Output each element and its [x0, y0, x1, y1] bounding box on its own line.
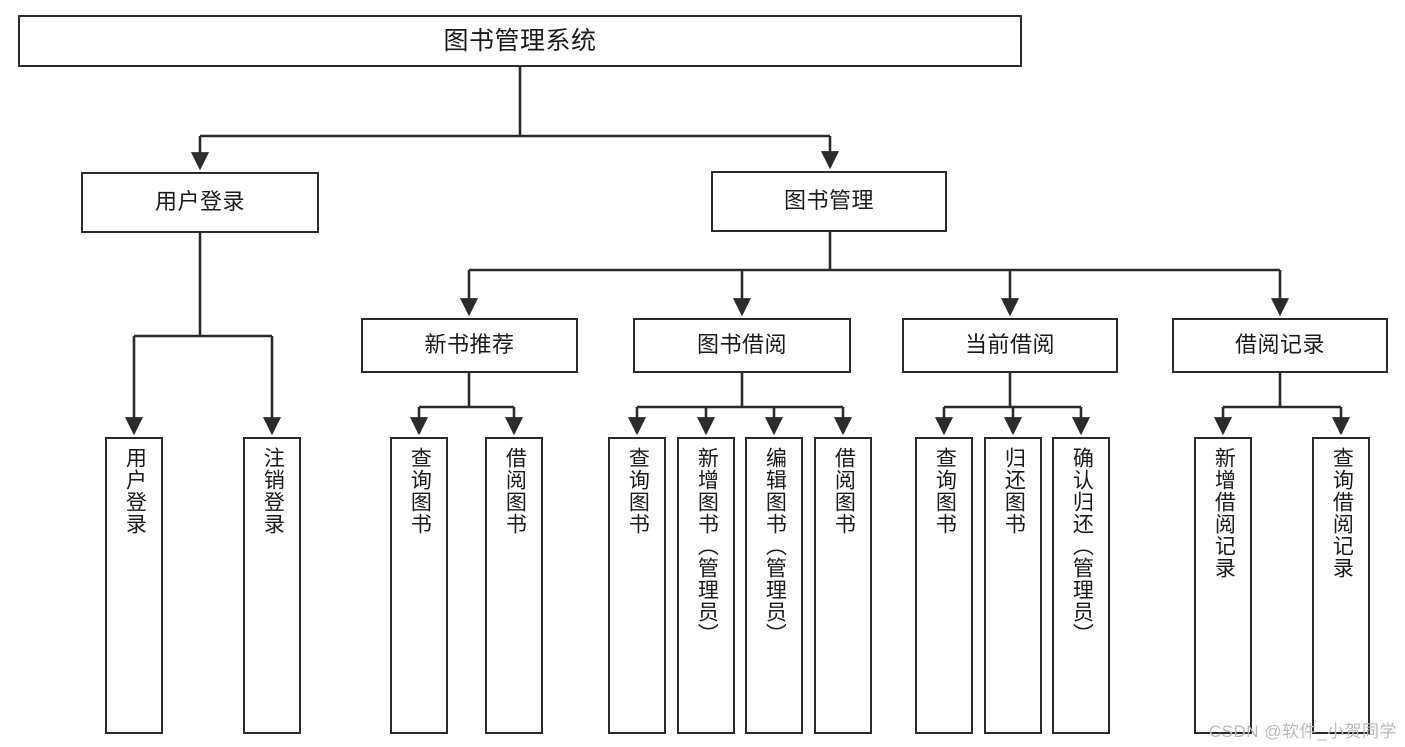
leaf-query-book-cb[interactable]: 查询图书 [915, 437, 973, 734]
node-borrow-record-label: 借阅记录 [1234, 332, 1325, 358]
leaf-add-borrow-record-label: 新增借阅记录 [1212, 447, 1236, 579]
node-book-management-label: 图书管理 [783, 188, 874, 214]
node-current-borrow[interactable]: 当前借阅 [902, 318, 1118, 373]
node-user-login[interactable]: 用户登录 [81, 172, 319, 233]
leaf-query-borrow-record-label: 查询借阅记录 [1330, 447, 1354, 579]
leaf-user-login-label: 用户登录 [123, 447, 147, 535]
leaf-logout[interactable]: 注销登录 [243, 437, 301, 734]
leaf-return-book[interactable]: 归还图书 [984, 437, 1042, 734]
leaf-confirm-return-admin-label: 确认归还（管理员） [1070, 447, 1094, 645]
node-book-borrow[interactable]: 图书借阅 [633, 318, 851, 373]
node-new-book-recommend[interactable]: 新书推荐 [361, 318, 578, 373]
node-book-borrow-label: 图书借阅 [696, 332, 787, 358]
leaf-query-book-cb-label: 查询图书 [933, 447, 957, 535]
leaf-borrow-book-bb-label: 借阅图书 [832, 447, 856, 535]
leaf-query-book-bb-label: 查询图书 [626, 447, 650, 535]
leaf-borrow-book-nbr-label: 借阅图书 [503, 447, 527, 535]
leaf-query-book-nbr-label: 查询图书 [408, 447, 432, 535]
leaf-logout-label: 注销登录 [261, 447, 285, 535]
leaf-query-borrow-record[interactable]: 查询借阅记录 [1312, 437, 1370, 734]
leaf-add-book-admin-label: 新增图书（管理员） [695, 447, 719, 645]
leaf-return-book-label: 归还图书 [1002, 447, 1026, 535]
leaf-edit-book-admin[interactable]: 编辑图书（管理员） [745, 437, 803, 734]
node-borrow-record[interactable]: 借阅记录 [1172, 318, 1388, 373]
node-new-book-recommend-label: 新书推荐 [424, 332, 515, 358]
node-user-login-label: 用户登录 [154, 189, 245, 215]
leaf-confirm-return-admin[interactable]: 确认归还（管理员） [1052, 437, 1110, 734]
leaf-borrow-book-nbr[interactable]: 借阅图书 [485, 437, 543, 734]
leaf-add-borrow-record[interactable]: 新增借阅记录 [1194, 437, 1252, 734]
leaf-user-login[interactable]: 用户登录 [105, 437, 163, 734]
leaf-add-book-admin[interactable]: 新增图书（管理员） [677, 437, 735, 734]
node-book-management[interactable]: 图书管理 [711, 171, 947, 232]
node-root[interactable]: 图书管理系统 [18, 15, 1022, 67]
leaf-query-book-nbr[interactable]: 查询图书 [390, 437, 448, 734]
leaf-edit-book-admin-label: 编辑图书（管理员） [763, 447, 787, 645]
node-root-label: 图书管理系统 [443, 27, 597, 55]
watermark-text: CSDN @软件_小贺同学 [1208, 722, 1397, 741]
leaf-borrow-book-bb[interactable]: 借阅图书 [814, 437, 872, 734]
leaf-query-book-bb[interactable]: 查询图书 [608, 437, 666, 734]
node-current-borrow-label: 当前借阅 [964, 332, 1055, 358]
